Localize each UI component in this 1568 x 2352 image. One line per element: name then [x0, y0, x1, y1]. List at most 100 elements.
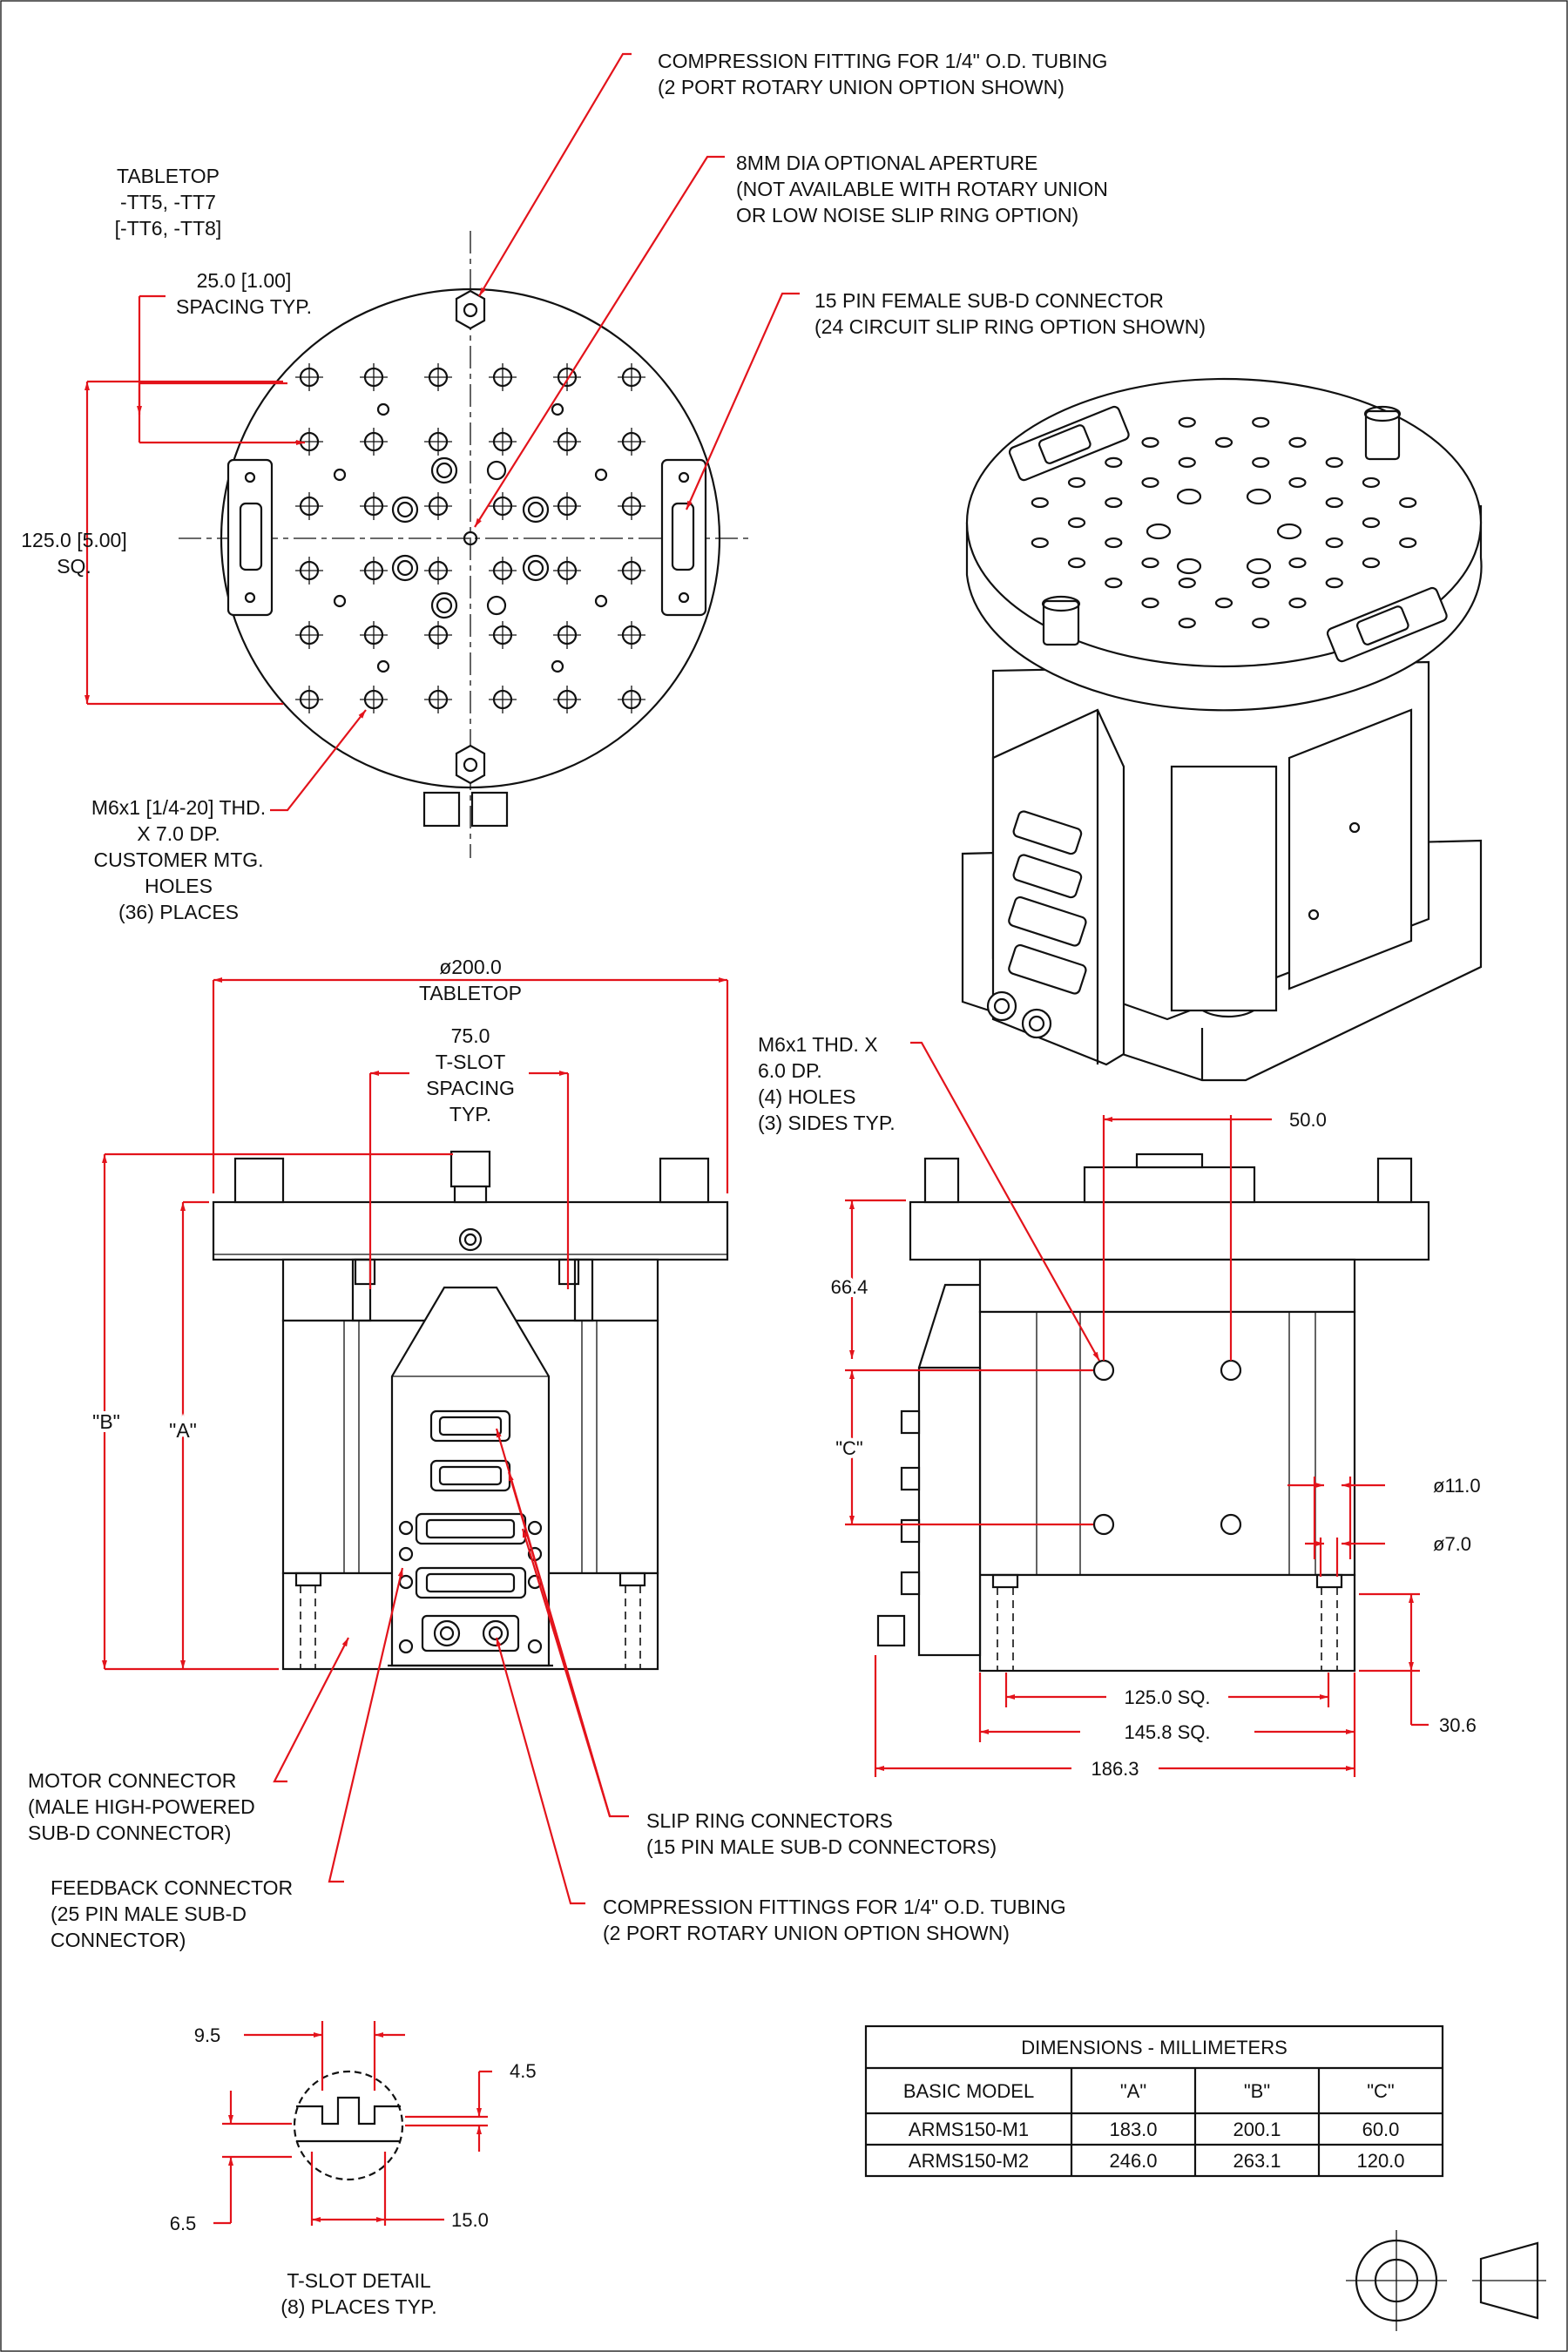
- iso-mounting-hole: [1325, 456, 1343, 468]
- dim-186-3: 186.3: [1091, 1758, 1139, 1780]
- table-header: "B": [1244, 2080, 1270, 2102]
- table-cell: 246.0: [1109, 2150, 1157, 2172]
- motor-label-1: MOTOR CONNECTOR: [28, 1769, 236, 1792]
- iso-mounting-hole: [1178, 456, 1196, 468]
- dim-11: ø11.0: [1433, 1475, 1481, 1497]
- dowel-pin: [551, 402, 564, 416]
- motor-label-2: (MALE HIGH-POWERED: [28, 1795, 255, 1818]
- front-view-dimensions: [102, 977, 729, 1905]
- iso-mounting-hole: [1252, 456, 1270, 468]
- iso-mounting-hole: [1325, 578, 1343, 589]
- top-view: [179, 231, 754, 858]
- mtg-holes-label-4: HOLES: [145, 875, 213, 897]
- iso-mounting-hole: [1105, 456, 1123, 468]
- iso-mounting-hole: [1325, 497, 1343, 509]
- iso-mounting-hole: [1141, 598, 1159, 609]
- dim-15: 15.0: [451, 2209, 489, 2231]
- iso-mounting-hole: [1325, 537, 1343, 549]
- aperture-label-2: (NOT AVAILABLE WITH ROTARY UNION: [736, 178, 1108, 200]
- tabletop-label-3: [-TT6, -TT8]: [115, 217, 222, 240]
- tslot-labels: 9.5 4.5 6.5 15.0 T-SLOT DETAIL (8) PLACE…: [170, 2024, 537, 2318]
- tabletop-label-2: -TT5, -TT7: [120, 191, 216, 213]
- table-title: DIMENSIONS - MILLIMETERS: [1021, 2037, 1288, 2058]
- iso-mounting-hole: [1288, 436, 1307, 448]
- subd-female-label-2: (24 CIRCUIT SLIP RING OPTION SHOWN): [814, 315, 1206, 338]
- dowel-pin: [594, 594, 608, 608]
- top-view-labels: COMPRESSION FITTING FOR 1/4" O.D. TUBING…: [21, 50, 1206, 923]
- top-view-dimensions: [84, 52, 800, 812]
- iso-mounting-hole: [1067, 517, 1086, 529]
- tabletop-dia-label-2: TABLETOP: [419, 982, 522, 1004]
- iso-mounting-hole: [1178, 618, 1196, 629]
- side-holes-label-3: (4) HOLES: [758, 1085, 855, 1108]
- dowel-pin: [376, 402, 390, 416]
- iso-counterbore: [1246, 488, 1272, 505]
- iso-counterbore: [1176, 488, 1202, 505]
- iso-mounting-hole: [1288, 557, 1307, 569]
- subd-female-label-1: 15 PIN FEMALE SUB-D CONNECTOR: [814, 289, 1164, 312]
- aperture-label-3: OR LOW NOISE SLIP RING OPTION): [736, 204, 1078, 226]
- compression-bottom-label-1: COMPRESSION FITTINGS FOR 1/4" O.D. TUBIN…: [603, 1896, 1066, 1918]
- dim-125-sq: 125.0 SQ.: [1124, 1686, 1210, 1708]
- iso-mounting-hole: [1141, 436, 1159, 448]
- iso-connectors: [1008, 810, 1087, 995]
- iso-mounting-hole: [1214, 436, 1233, 448]
- dim-b-label: "B": [92, 1410, 120, 1433]
- front-connectors: [398, 1409, 543, 1654]
- dim-145-8-sq: 145.8 SQ.: [1124, 1721, 1210, 1743]
- side-view-labels: M6x1 THD. X 6.0 DP. (4) HOLES (3) SIDES …: [758, 1033, 1481, 1780]
- tslot-spacing-label-3: SPACING: [426, 1077, 515, 1099]
- iso-counterbore: [1246, 558, 1272, 575]
- table-cell: 183.0: [1109, 2119, 1157, 2140]
- mtg-holes-label-2: X 7.0 DP.: [137, 822, 220, 845]
- iso-mounting-hole: [1067, 557, 1086, 569]
- iso-mounting-hole: [1362, 557, 1381, 569]
- iso-counterbore: [1146, 523, 1172, 540]
- front-view-labels: ø200.0 TABLETOP 75.0 T-SLOT SPACING TYP.…: [28, 956, 1066, 1951]
- feedback-label-3: CONNECTOR): [51, 1929, 186, 1951]
- iso-counterbore: [1276, 523, 1302, 540]
- tabletop-dia-label-1: ø200.0: [439, 956, 502, 978]
- iso-mounting-hole: [1214, 598, 1233, 609]
- table-cell: 200.1: [1233, 2119, 1281, 2140]
- side-holes-label-1: M6x1 THD. X: [758, 1033, 878, 1056]
- iso-mounting-hole: [1141, 476, 1159, 489]
- dim-a-label: "A": [169, 1419, 197, 1442]
- table-cell: 120.0: [1356, 2150, 1404, 2172]
- iso-mounting-hole: [1178, 578, 1196, 589]
- square-label-2: SQ.: [57, 555, 91, 578]
- spacing-label-1: 25.0 [1.00]: [197, 269, 292, 292]
- iso-counterbore: [1176, 558, 1202, 575]
- table-cell: 60.0: [1362, 2119, 1400, 2140]
- side-holes-label-2: 6.0 DP.: [758, 1059, 822, 1082]
- tslot-spacing-label-1: 75.0: [451, 1024, 490, 1047]
- tslot-spacing-label-4: TYP.: [449, 1103, 491, 1125]
- iso-mounting-hole: [1105, 537, 1123, 549]
- motor-label-3: SUB-D CONNECTOR): [28, 1821, 231, 1844]
- slip-ring-label-2: (15 PIN MALE SUB-D CONNECTORS): [646, 1835, 997, 1858]
- table-header: BASIC MODEL: [903, 2080, 1034, 2102]
- mtg-holes-label-5: (36) PLACES: [118, 901, 239, 923]
- dimension-table: DIMENSIONS - MILLIMETERS BASIC MODEL "A"…: [864, 2024, 1444, 2178]
- iso-mounting-hole: [1399, 497, 1417, 509]
- tslot-detail-label-2: (8) PLACES TYP.: [280, 2295, 436, 2318]
- dim-30-6: 30.6: [1439, 1714, 1477, 1736]
- feedback-label-1: FEEDBACK CONNECTOR: [51, 1876, 293, 1899]
- compression-top-label-1: COMPRESSION FITTING FOR 1/4" O.D. TUBING: [658, 50, 1107, 72]
- tabletop-label-1: TABLETOP: [117, 165, 220, 187]
- dim-4-5: 4.5: [510, 2060, 537, 2082]
- iso-mounting-hole: [1362, 476, 1381, 489]
- iso-mounting-hole: [1288, 598, 1307, 609]
- tslot-spacing-label-2: T-SLOT: [436, 1051, 506, 1073]
- dim-50: 50.0: [1289, 1109, 1327, 1131]
- side-view: [876, 1152, 1430, 1673]
- spacing-label-2: SPACING TYP.: [176, 295, 312, 318]
- dowel-pin: [333, 468, 347, 482]
- projection-symbol-icon: [1346, 2230, 1546, 2331]
- dowel-pin: [594, 468, 608, 482]
- table-cell: 263.1: [1233, 2150, 1281, 2172]
- dim-6-5: 6.5: [170, 2213, 197, 2234]
- iso-mounting-hole: [1252, 618, 1270, 629]
